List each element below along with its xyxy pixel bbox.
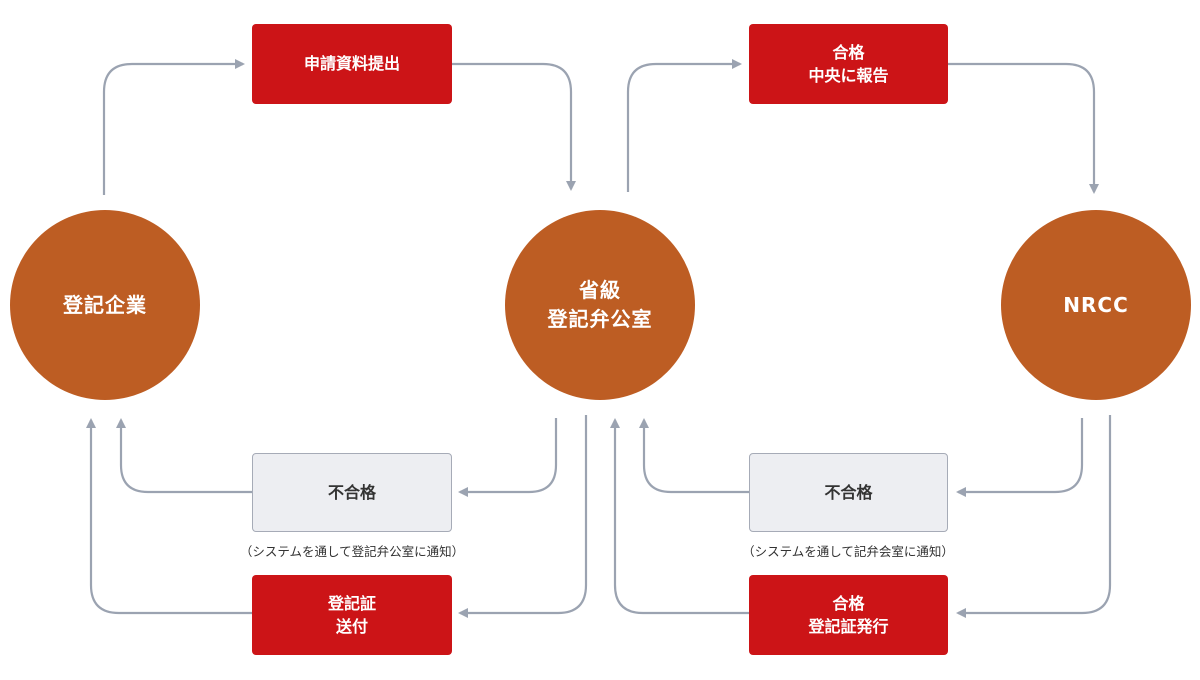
arrow-nrcc-to-issue xyxy=(956,415,1112,618)
arrow-submit-to-provincial xyxy=(452,62,576,191)
box-pass-report-central: 合格 中央に報告 xyxy=(749,24,948,104)
node-nrcc: NRCC xyxy=(1001,210,1191,400)
arrow-certificate-to-company xyxy=(86,418,252,615)
arrow-company-to-submit xyxy=(102,59,245,195)
box-submit-documents: 申請資料提出 xyxy=(252,24,452,104)
arrow-report-to-nrcc xyxy=(948,62,1099,194)
note-right: （システムを通して記弁会室に通知） xyxy=(742,544,954,559)
node-provincial-office: 省級 登記弁公室 xyxy=(505,210,695,400)
box-certificate-send: 登記証 送付 xyxy=(252,575,452,655)
arrow-nrcc-to-fail-right xyxy=(956,418,1084,497)
arrow-issue-to-provincial xyxy=(610,418,749,615)
arrow-fail-right-to-provincial xyxy=(639,418,749,494)
box-pass-issue-certificate: 合格 登記証発行 xyxy=(749,575,948,655)
arrow-provincial-to-certificate xyxy=(458,415,588,618)
box-fail-left: 不合格 xyxy=(252,453,452,532)
node-company: 登記企業 xyxy=(10,210,200,400)
box-fail-right: 不合格 xyxy=(749,453,948,532)
arrow-provincial-to-report xyxy=(626,59,742,192)
arrow-provincial-to-fail-left xyxy=(458,418,558,497)
arrow-fail-left-to-company xyxy=(116,418,252,494)
note-left: （システムを通して登記弁公室に通知） xyxy=(239,544,465,559)
